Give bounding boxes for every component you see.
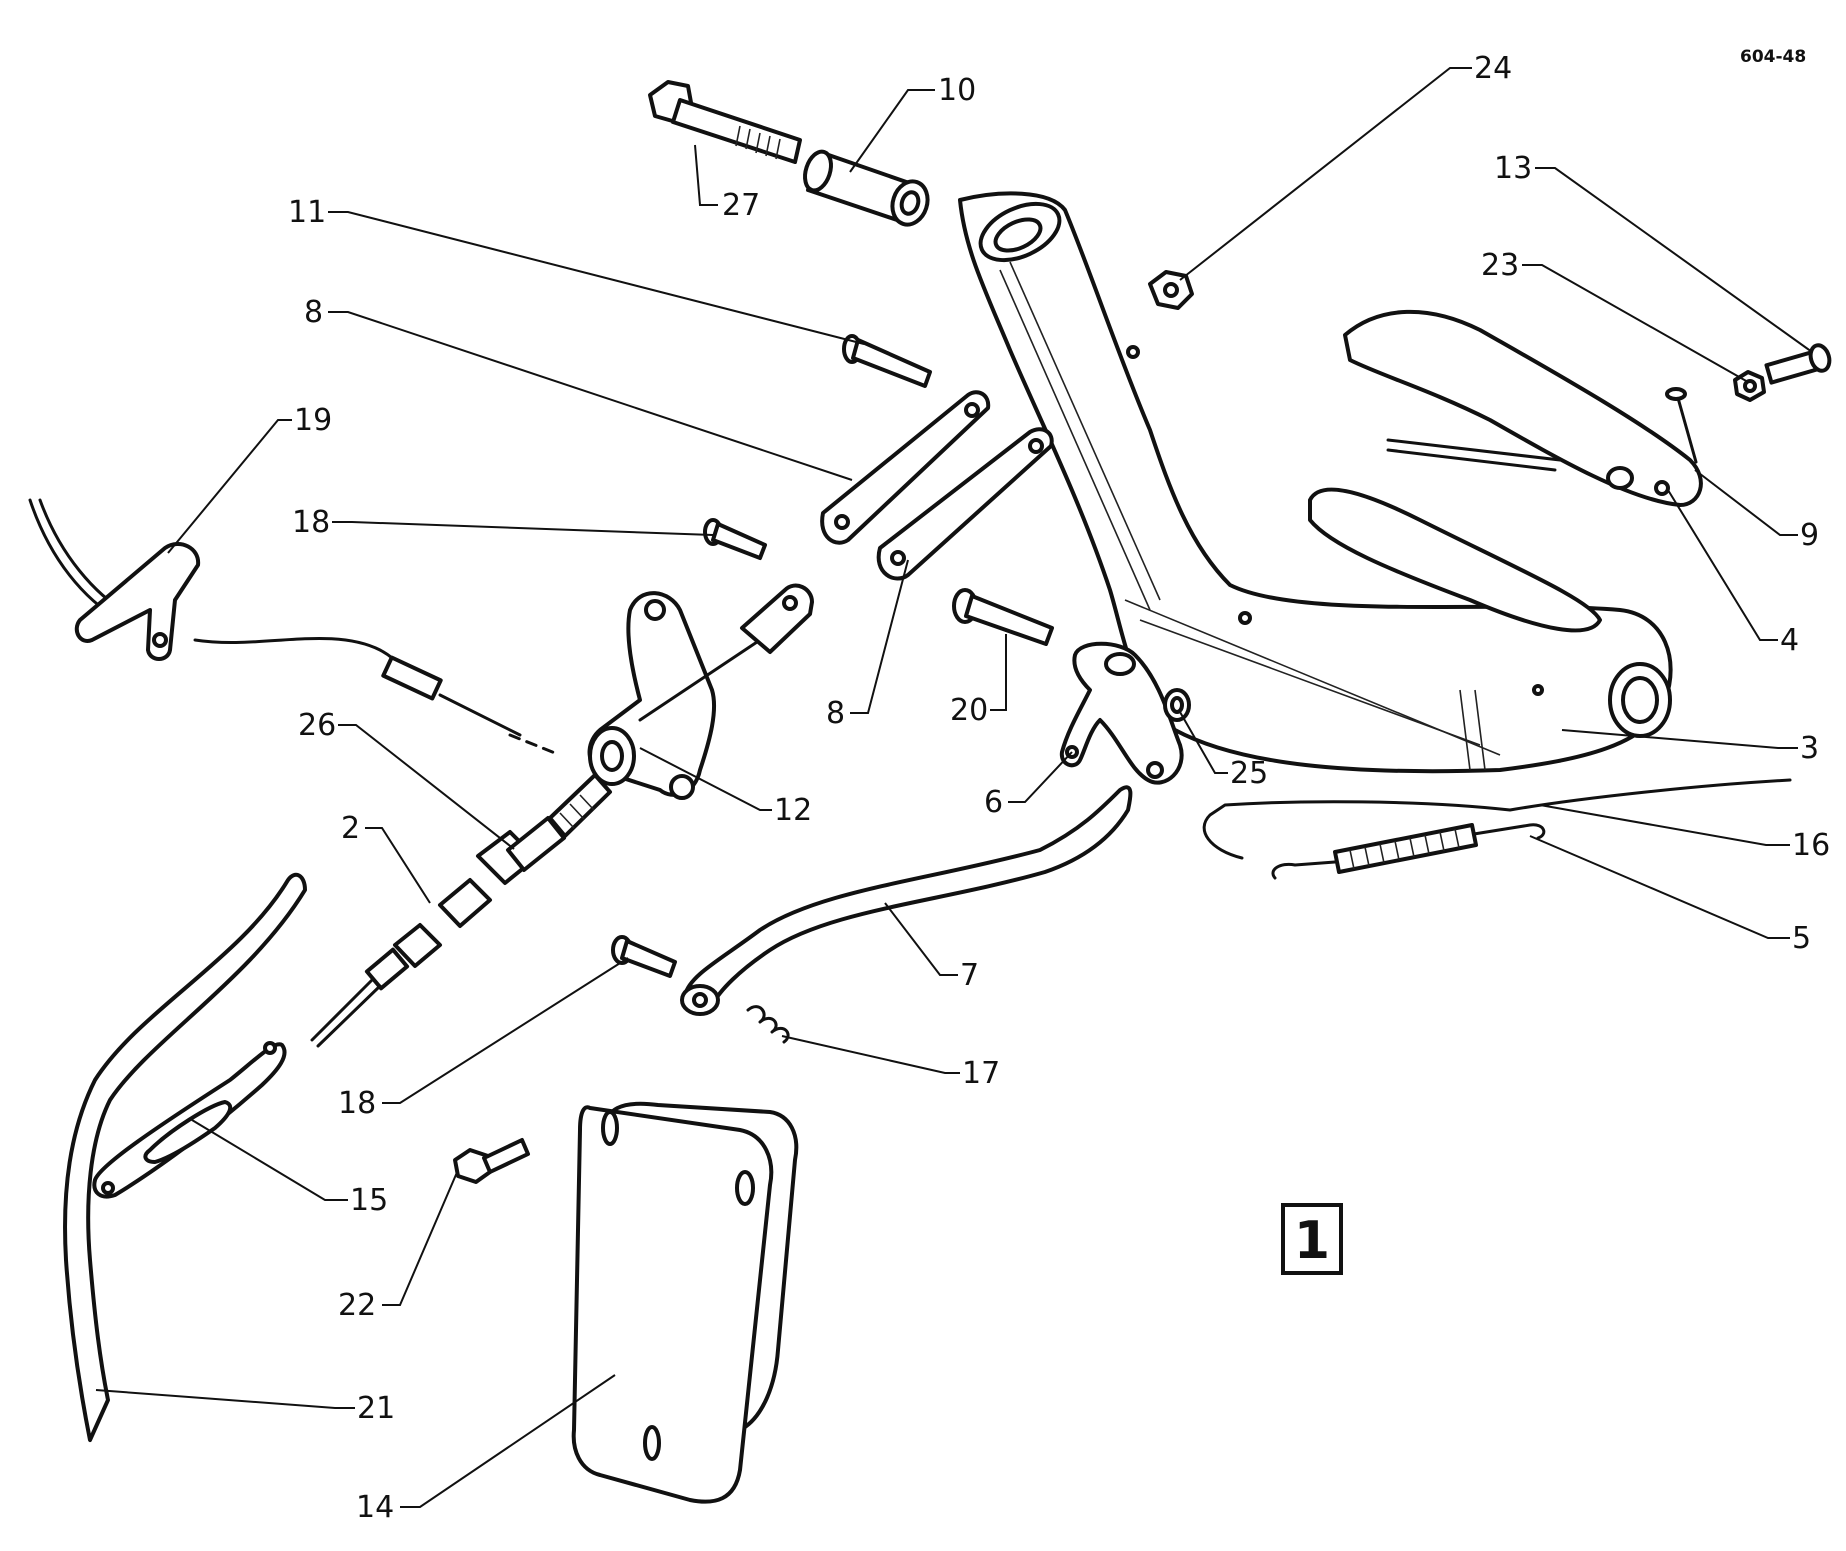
part-25-washer	[1163, 688, 1191, 722]
callout-25: 25	[1230, 756, 1268, 791]
part-21-curved-plate	[63, 872, 307, 1442]
part-3-arm	[958, 191, 1673, 774]
callout-12: 12	[774, 793, 812, 828]
callout-2: 2	[341, 811, 360, 846]
part-12-bracket	[587, 591, 717, 800]
part-2-cable-end	[310, 878, 492, 1048]
callout-11: 11	[288, 195, 326, 230]
part-15-gasket	[92, 1041, 287, 1199]
callout-13: 13	[1494, 151, 1532, 186]
part-19-clip	[28, 498, 562, 757]
part-11-bolt	[842, 334, 932, 388]
callout-22: 22	[338, 1288, 376, 1323]
drawing-reference-code: 604-48	[1740, 47, 1806, 67]
callout-17: 17	[962, 1056, 1000, 1091]
callout-labels: 10 27 24 13 23 11 8 19 9 18 4 20 8 26 3 …	[288, 51, 1830, 1525]
leader-lines	[95, 67, 1813, 1508]
callout-19: 19	[294, 403, 332, 438]
part-6-bellcrank	[1059, 641, 1184, 785]
part-cable-eye	[638, 583, 814, 722]
part-18a-screw	[703, 518, 767, 560]
callout-8-upper: 8	[304, 295, 323, 330]
callout-15: 15	[350, 1183, 388, 1218]
part-27-bolt	[648, 80, 802, 164]
part-10-sleeve	[803, 149, 930, 227]
part-8a-link-plate	[820, 390, 991, 545]
figure-number-box: 1	[1281, 1203, 1343, 1275]
callout-14: 14	[356, 1490, 394, 1525]
callout-7: 7	[960, 958, 979, 993]
part-22-bolt	[453, 1138, 530, 1184]
part-24-castle-nut	[1148, 270, 1194, 310]
part-14-pedal-pad	[571, 1101, 799, 1504]
part-9-pin	[1665, 387, 1698, 464]
part-7-rod	[680, 785, 1133, 1016]
part-16-rod	[1202, 778, 1792, 860]
callout-9: 9	[1800, 518, 1819, 553]
callout-8-lower: 8	[826, 696, 845, 731]
part-5-spring	[1271, 823, 1546, 880]
callout-18-lower: 18	[338, 1086, 376, 1121]
callout-21: 21	[357, 1391, 395, 1426]
callout-4: 4	[1780, 623, 1799, 658]
part-17-spring	[746, 1005, 790, 1044]
part-4-lever	[1343, 309, 1703, 507]
callout-27: 27	[722, 188, 760, 223]
callout-6: 6	[984, 785, 1003, 820]
part-18b-screw	[611, 935, 677, 978]
callout-3: 3	[1800, 731, 1819, 766]
callout-16: 16	[1792, 828, 1830, 863]
part-26-adjuster	[476, 773, 612, 885]
callout-20: 20	[950, 693, 988, 728]
callout-23: 23	[1481, 248, 1519, 283]
callout-5: 5	[1792, 921, 1811, 956]
callout-24: 24	[1474, 51, 1512, 86]
callout-18-upper: 18	[292, 505, 330, 540]
figure-number: 1	[1294, 1211, 1330, 1271]
part-20-pin	[952, 588, 1054, 646]
callout-10: 10	[938, 73, 976, 108]
part-13-bolt	[1764, 343, 1832, 385]
callout-26: 26	[298, 708, 336, 743]
part-8b-link-plate	[876, 427, 1054, 581]
